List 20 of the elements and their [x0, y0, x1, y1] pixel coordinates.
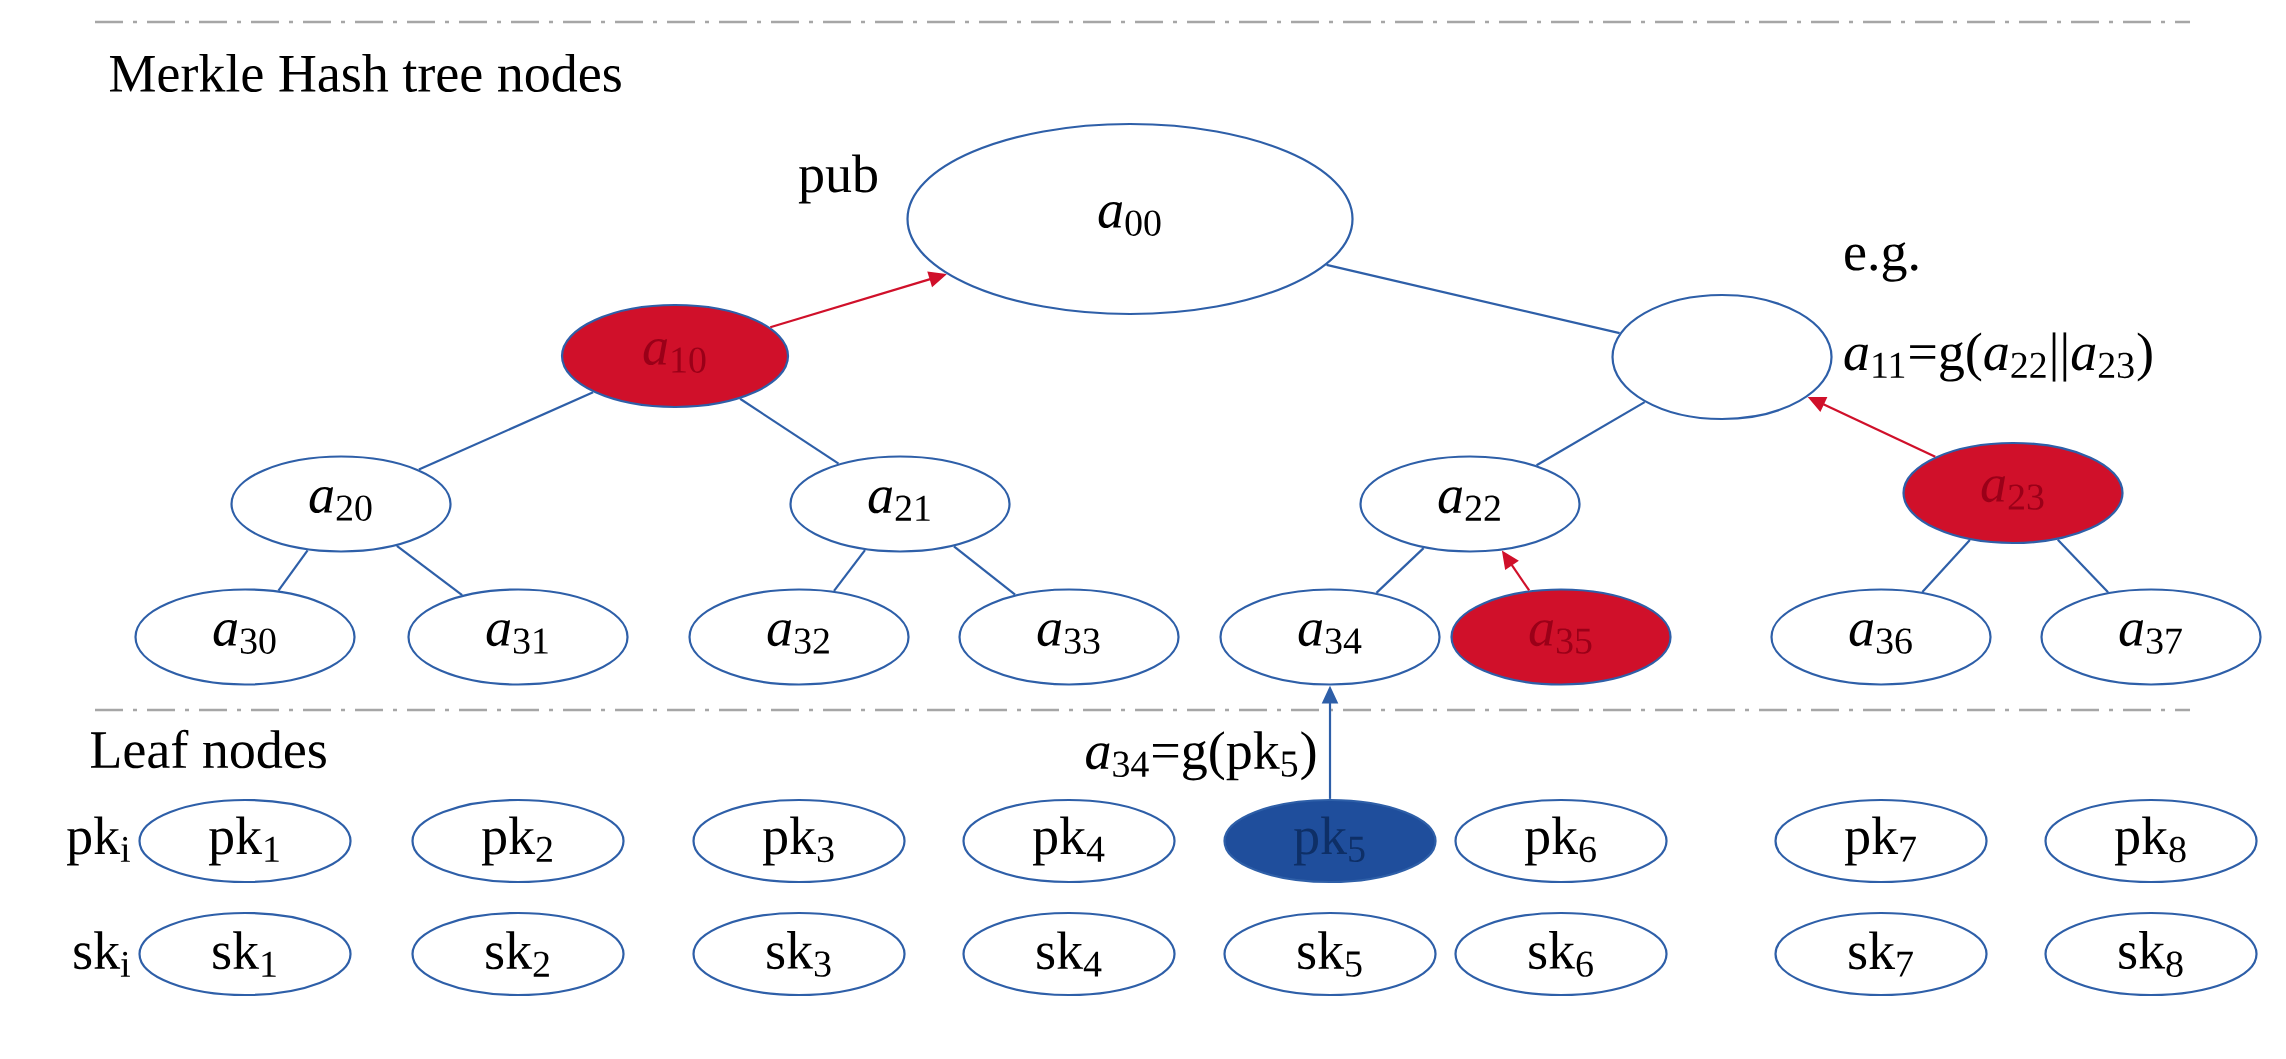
- tree-edge: [1921, 539, 1971, 593]
- annotation-text: a$_{11}$=g(a$_{22}$||a$_{23}$): [1844, 332, 2152, 382]
- tree-edge: [1375, 547, 1425, 594]
- edge-label: a$_{34}$=g(pk$_{5}$): [1080, 727, 1322, 785]
- annotation-text: e.g.: [1845, 242, 1918, 282]
- tree-edge: [277, 549, 309, 592]
- row-label: sk$_{i}$: [74, 931, 130, 977]
- tree-edge: [833, 549, 866, 592]
- hash-node-ellipse: [1611, 293, 1833, 421]
- row-label: pk$_{i}$: [67, 816, 130, 866]
- tree-edge: [1536, 401, 1646, 467]
- tree-edge: [2057, 538, 2109, 593]
- section-heading: Merkle Hash tree nodes: [110, 54, 621, 92]
- tree-edge: [953, 545, 1016, 596]
- section-heading: Leaf nodes: [91, 729, 326, 769]
- tree-edge: [1326, 263, 1620, 335]
- tree-edge: [739, 397, 840, 465]
- annotation-text: pub: [798, 154, 877, 204]
- tree-edge: [418, 391, 594, 471]
- tree-edge: [396, 545, 463, 596]
